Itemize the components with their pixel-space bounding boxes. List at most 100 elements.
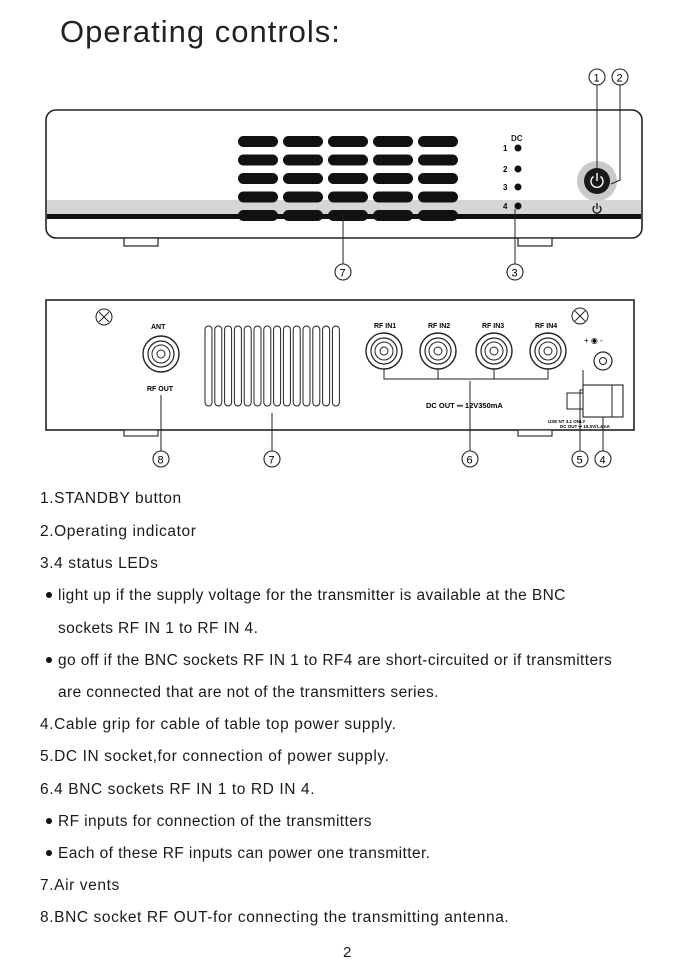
callout-8: 8 (158, 455, 164, 467)
rf-in2-label: RF IN2 (428, 323, 450, 330)
rear-air-vents (204, 325, 340, 407)
vent-slot (282, 325, 291, 407)
list-item: 2.Operating indicator (40, 523, 197, 540)
list-item: 3.4 status LEDs (40, 555, 159, 572)
vent-slot (302, 325, 311, 407)
callout-3: 3 (512, 268, 518, 280)
vent-slot (224, 325, 233, 407)
rf-in3-label: RF IN3 (482, 323, 504, 330)
bullet-text: light up if the supply voltage for the t… (58, 587, 566, 604)
front-foot-left (123, 237, 159, 247)
vent-slot (373, 136, 413, 147)
vent-slot (283, 173, 323, 184)
vent-slot (418, 191, 458, 203)
vent-slot (418, 173, 458, 184)
vent-slot (331, 325, 340, 407)
vent-slot (328, 173, 368, 184)
screw-icon-right (571, 307, 589, 325)
vent-slot (233, 325, 242, 407)
vent-slot (292, 325, 301, 407)
vent-slot (238, 173, 278, 184)
vent-slot (328, 210, 368, 221)
vent-slot (418, 136, 458, 147)
callout-2: 2 (617, 73, 623, 85)
bullet-icon (46, 591, 52, 598)
bullet-icon (46, 849, 52, 856)
vent-slot (373, 154, 413, 166)
list-item: 7.Air vents (40, 877, 120, 894)
ant-label: ANT (151, 324, 166, 331)
callout-6: 6 (467, 455, 473, 467)
vent-slot (238, 191, 278, 203)
rear-panel-body (45, 299, 635, 431)
vent-slot (373, 173, 413, 184)
callout-5: 5 (577, 455, 583, 467)
status-led-1 (514, 144, 522, 152)
list-item: 4.Cable grip for cable of table top powe… (40, 716, 397, 733)
cable-grip (582, 384, 624, 418)
vent-slot (238, 210, 278, 221)
vent-slot (418, 154, 458, 166)
list-item: 5.DC IN socket,for connection of power s… (40, 748, 390, 765)
vent-slot (238, 136, 278, 147)
status-led-3 (514, 183, 522, 191)
screw-icon-left (95, 308, 113, 326)
list-bullet-continuation: are connected that are not of the transm… (58, 684, 439, 701)
list-bullet: go off if the BNC sockets RF IN 1 to RF4… (46, 652, 612, 670)
front-air-vents (238, 136, 458, 221)
list-item: 1.STANDBY button (40, 490, 182, 507)
power-icon (590, 173, 604, 188)
vent-slot (373, 191, 413, 203)
status-led-4 (514, 202, 522, 210)
vent-slot (328, 191, 368, 203)
rf-out-socket[interactable] (142, 335, 180, 373)
dc-in-socket[interactable] (593, 351, 613, 371)
vent-slot (263, 325, 272, 407)
vent-slot (214, 325, 223, 407)
led-number-2: 2 (503, 165, 508, 174)
list-item: 8.BNC socket RF OUT-for connecting the t… (40, 909, 510, 926)
vent-slot (238, 154, 278, 166)
list-bullet-continuation: sockets RF IN 1 to RF IN 4. (58, 620, 259, 637)
led-number-4: 4 (503, 202, 508, 211)
list-bullet: Each of these RF inputs can power one tr… (46, 845, 430, 863)
front-foot-right (517, 237, 553, 247)
vent-slot (283, 191, 323, 203)
list-bullet: light up if the supply voltage for the t… (46, 587, 566, 605)
bullet-icon (46, 656, 52, 663)
bullet-icon (46, 817, 52, 824)
list-bullet: RF inputs for connection of the transmit… (46, 813, 372, 831)
dc-out-label: DC OUT ⎓ 12V350mA (426, 401, 503, 410)
dc-in-label-line1: USE NT 3.1 ONLY (548, 419, 585, 424)
dc-label: DC (511, 134, 523, 143)
callout-3-circle (506, 263, 524, 281)
bullet-text: RF inputs for connection of the transmit… (58, 813, 372, 830)
rear-panel-diagram: ANT RF OUT RF IN1 RF IN2 RF IN3 RF IN4 D… (45, 299, 635, 468)
rf-in4-label: RF IN4 (535, 323, 557, 330)
vent-slot (204, 325, 213, 407)
status-led-2 (514, 165, 522, 173)
power-symbol-icon (592, 203, 602, 214)
vent-slot (312, 325, 321, 407)
vent-slot (283, 154, 323, 166)
vent-slot (328, 136, 368, 147)
vent-slot (373, 210, 413, 221)
vent-slot (253, 325, 262, 407)
callout-7-circle (334, 263, 352, 281)
dc-in-label-line2: DC OUT ⎓ 15.0V/1.4mA (560, 424, 611, 429)
list-item: 6.4 BNC sockets RF IN 1 to RD IN 4. (40, 781, 316, 798)
vent-slot (418, 210, 458, 221)
vent-slot (273, 325, 282, 407)
vent-slot (322, 325, 331, 407)
callout-7-front: 7 (340, 268, 346, 280)
front-panel-band (47, 200, 641, 214)
callout-1: 1 (594, 73, 600, 85)
vent-slot (283, 210, 323, 221)
callout-4: 4 (600, 455, 606, 467)
rf-out-label: RF OUT (147, 386, 174, 393)
page-title: Operating controls: (60, 14, 341, 49)
front-panel-diagram: DC 1 2 3 4 1 2 7 3 (45, 68, 643, 281)
bullet-text: go off if the BNC sockets RF IN 1 to RF4… (58, 652, 613, 669)
rf-in1-label: RF IN1 (374, 323, 396, 330)
page-number: 2 (343, 944, 352, 961)
